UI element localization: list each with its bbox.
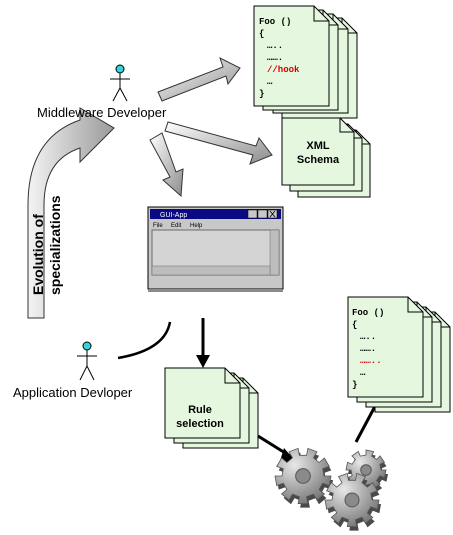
code-line: … [267,77,273,87]
middleware-developer-actor [110,64,130,102]
code-line: ….. [267,41,283,51]
xml-schema-label-line2: Schema [297,154,340,166]
code-line: Foo () [259,17,291,27]
gear-bottom-icon [324,472,381,531]
menu-edit: Edit [171,223,182,229]
vertical-scrollbar [269,229,280,276]
gui-app-window: GUI-App File Edit Help [147,206,284,292]
actor-head-icon [115,64,125,74]
maximize-icon [257,209,268,219]
code-line: … [360,368,366,378]
arrow-to-rule-selection [196,318,210,368]
code-line: ……. [267,53,283,63]
interaction-curve [117,321,172,360]
code-line: Foo () [352,308,384,318]
middleware-developer-label: Middleware Developer [37,105,167,120]
xml-schema-label-line1: XML [306,140,330,152]
actor-head-icon [82,341,92,351]
arrow-to-code-doc [157,57,241,102]
code-line: ….. [360,332,376,342]
minimize-icon [247,209,258,219]
code-line: { [352,320,357,330]
rule-selection-document-stack: Rule selection [164,367,259,449]
application-developer-label: Application Devloper [13,385,133,400]
code-document-stack-top: Foo () {….. ……. //hook …} [253,5,358,119]
code-line: ……. [360,344,376,354]
rule-selection-label-line2: selection [176,418,224,430]
code-line: //hook [267,65,300,75]
menu-help: Help [190,223,203,229]
gears-icon [274,447,388,531]
arrow-to-schema-doc [164,121,273,165]
application-developer-actor [77,341,97,381]
code-document-stack-bottom: Foo () {….. ……. …….. …} [347,296,451,413]
window-title: GUI-App [160,212,187,219]
code-line: …….. [360,356,382,366]
code-line: } [259,89,264,99]
gear-left-icon [274,447,333,508]
evolution-arrow: Evolution of specializations [27,107,115,319]
window-title-bar [150,209,281,219]
xml-schema-document-stack: XML Schema [281,117,371,198]
evolution-label-line1: Evolution of [30,214,46,295]
arrow-to-gui-window [149,132,184,198]
evolution-label-line2: specializations [47,195,63,295]
horizontal-scrollbar [151,265,271,276]
menu-file: File [153,223,163,229]
code-line: } [352,380,357,390]
code-line: { [259,29,264,39]
rule-selection-label-line1: Rule [188,404,212,416]
